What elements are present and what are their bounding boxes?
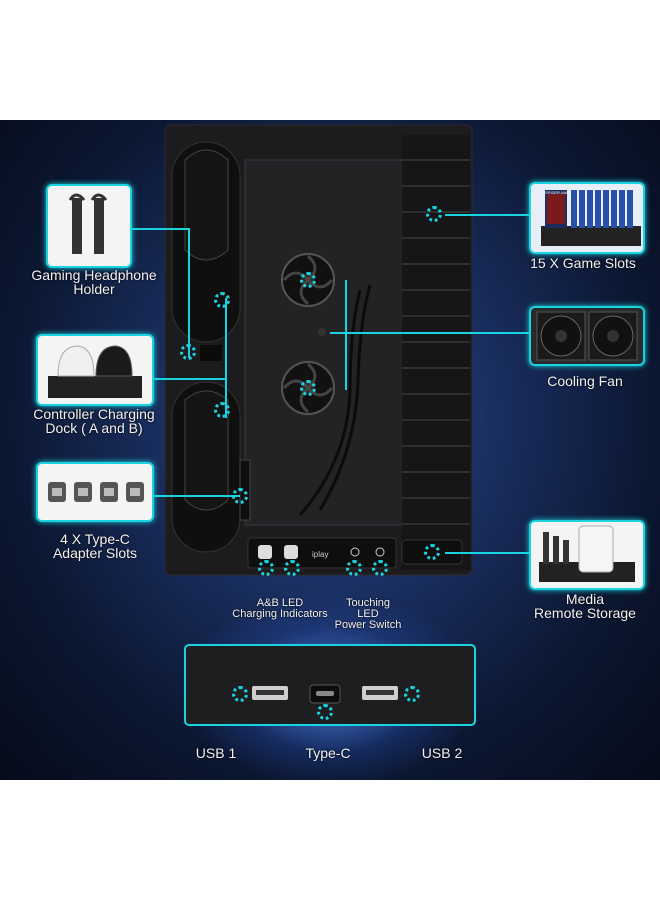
product-scene: iplay xyxy=(0,120,660,780)
label-adapter-slots: 4 X Type-C Adapter Slots xyxy=(52,531,138,561)
marker-typec xyxy=(317,704,333,720)
headphone-holder-photo xyxy=(46,184,132,268)
marker-fan-bottom xyxy=(300,380,316,396)
marker-adapter xyxy=(232,488,248,504)
line-adapter xyxy=(150,495,240,497)
charging-dock-photo xyxy=(36,334,154,406)
label-charging-dock: Controller Charging Dock ( A and B) xyxy=(33,406,155,436)
marker-touch-a xyxy=(346,560,362,576)
cooling-fan-photo xyxy=(529,306,645,366)
line-game-slots xyxy=(445,214,529,216)
marker-led-b xyxy=(284,560,300,576)
marker-fan-top xyxy=(300,272,316,288)
label-usb1: USB 1 xyxy=(195,745,237,761)
line-media xyxy=(445,552,530,554)
label-usb2: USB 2 xyxy=(421,745,463,761)
label-headphone-holder: Gaming Headphone Holder xyxy=(31,267,157,297)
marker-usb1 xyxy=(232,686,248,702)
marker-charging-b xyxy=(214,402,230,418)
svg-text:SPIDER-MAN: SPIDER-MAN xyxy=(545,190,570,195)
line-headphone-h xyxy=(128,228,190,230)
marker-led-a xyxy=(258,560,274,576)
marker-charging-a xyxy=(214,292,230,308)
brand-logo: iplay xyxy=(312,550,328,559)
line-fan-h1 xyxy=(330,332,530,334)
line-fan-v xyxy=(345,280,347,390)
media-storage-photo xyxy=(529,520,645,590)
marker-headphone xyxy=(180,344,196,360)
line-headphone-v xyxy=(188,228,190,358)
label-power-switch: Touching LED Power Switch xyxy=(334,597,402,631)
label-game-slots: 15 X Game Slots xyxy=(530,255,636,271)
label-cooling-fan: Cooling Fan xyxy=(547,373,623,389)
marker-game-slots xyxy=(426,206,442,222)
line-dock-v xyxy=(225,298,227,418)
label-typec: Type-C xyxy=(305,745,351,761)
game-slots-photo: SPIDER-MAN xyxy=(529,182,645,254)
label-led-indicators: A&B LED Charging Indicators xyxy=(232,597,328,620)
marker-usb2 xyxy=(404,686,420,702)
indicator-bar xyxy=(247,537,397,569)
marker-media xyxy=(424,544,440,560)
adapter-slots-photo xyxy=(36,462,154,522)
label-media-storage: Media Remote Storage xyxy=(534,591,636,621)
marker-touch-b xyxy=(372,560,388,576)
charging-station: iplay xyxy=(164,124,476,726)
line-dock-h xyxy=(150,378,225,380)
